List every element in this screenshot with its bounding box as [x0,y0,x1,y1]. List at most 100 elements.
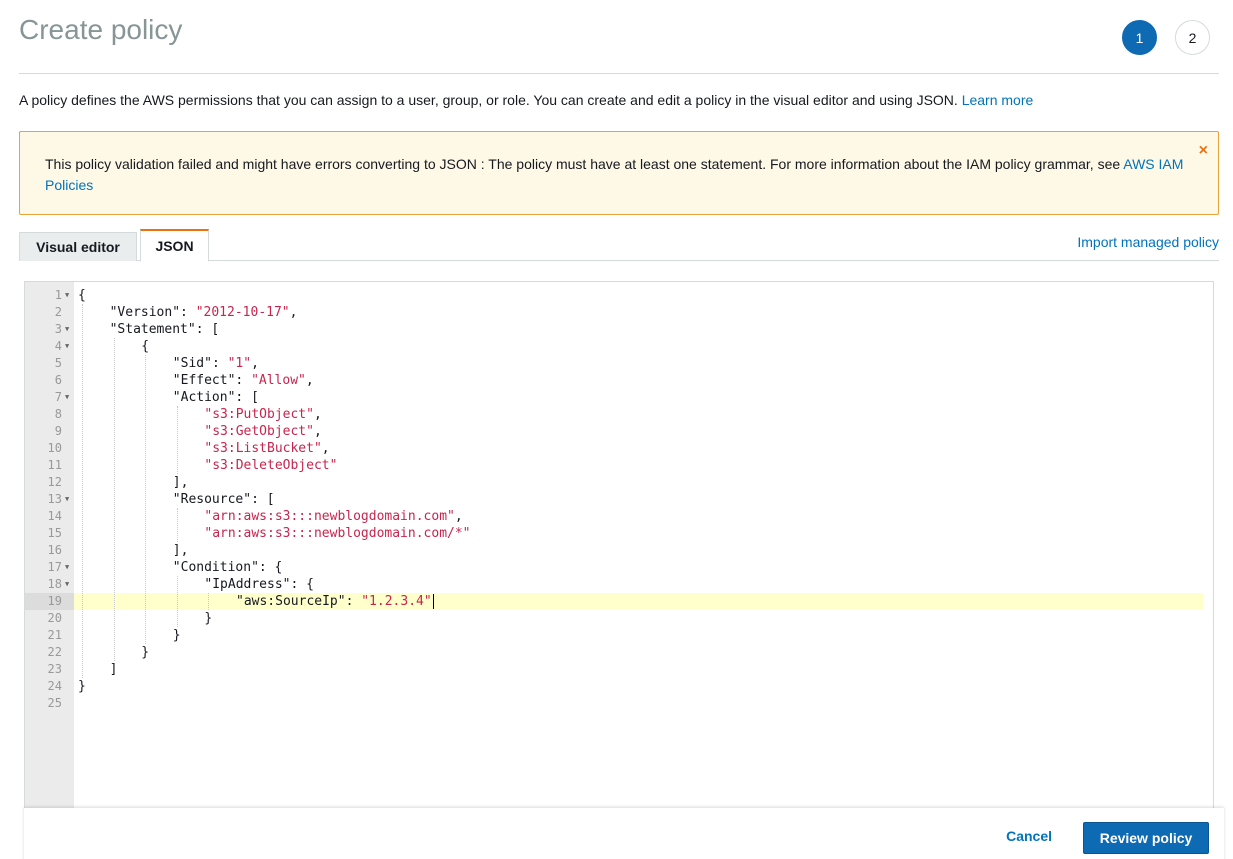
json-punctuation: , [454,509,463,524]
code-area[interactable]: {"Version": "2012-10-17","Statement": [{… [74,282,1213,810]
line-number: 6 [54,373,62,387]
json-punctuation: : [180,305,196,320]
line-number: 10 [47,441,62,455]
import-managed-policy-link[interactable]: Import managed policy [1077,234,1219,250]
code-line: } [204,610,212,627]
code-line: "Effect": "Allow", [173,372,314,389]
json-string: "Allow" [251,373,306,388]
line-number: 12 [47,475,62,489]
code-line: "Resource": [ [173,491,275,508]
line-number: 14 [47,509,62,523]
active-line-gutter-highlight [25,593,74,610]
learn-more-link[interactable]: Learn more [961,92,1034,108]
code-line: "s3:ListBucket", [204,440,329,457]
line-number: 2 [54,305,62,319]
fold-toggle-icon[interactable]: ▼ [65,291,70,299]
line-number: 3 [54,322,62,336]
code-line: "IpAddress": { [204,576,314,593]
fold-toggle-icon[interactable]: ▼ [65,563,70,571]
warning-text: This policy validation failed and might … [45,156,1124,172]
json-punctuation: ] [109,662,118,677]
code-line: "Sid": "1", [173,355,259,372]
indent-guide [176,508,178,542]
fold-toggle-icon[interactable]: ▼ [65,342,70,350]
code-line: } [173,627,181,644]
json-punctuation: { [78,288,86,303]
line-number: 24 [47,679,62,693]
line-number: 21 [47,628,62,642]
json-punctuation: , [313,424,322,439]
code-line: "Statement": [ [110,321,220,338]
json-punctuation: , [251,356,259,371]
cancel-button[interactable]: Cancel [1006,828,1052,844]
json-punctuation: : [345,594,362,609]
json-string: "s3:DeleteObject" [204,458,338,473]
line-number: 22 [47,645,62,659]
json-punctuation: : [ [195,322,220,337]
code-line: ], [173,474,189,491]
json-punctuation: } [172,628,181,643]
code-line: "Condition": { [173,559,283,576]
indent-guide [208,593,210,610]
code-line: "arn:aws:s3:::newblogdomain.com/*" [204,525,470,542]
line-number: 4 [54,339,62,353]
review-policy-button[interactable]: Review policy [1083,822,1209,854]
tab-json[interactable]: JSON [140,229,209,262]
code-line: ] [110,661,118,678]
page-header: Create policy 1 2 [19,14,1219,74]
json-key: "Version" [109,305,181,320]
step-1[interactable]: 1 [1122,20,1157,55]
active-line-highlight [74,593,1203,610]
json-string: "arn:aws:s3:::newblogdomain.com" [204,509,455,524]
step-2[interactable]: 2 [1175,20,1210,55]
json-string: "2012-10-17" [195,305,290,320]
intro-description: A policy defines the AWS permissions tha… [19,92,962,108]
line-number: 25 [47,696,62,710]
page-title: Create policy [19,14,183,45]
code-line: "s3:PutObject", [204,406,321,423]
json-key: "Resource" [172,492,252,507]
line-number: 23 [47,662,62,676]
line-number: 17 [47,560,62,574]
json-key: "Effect" [172,373,236,388]
indent-guide [176,406,178,474]
line-number: 8 [54,407,62,421]
json-punctuation: } [204,611,213,626]
json-punctuation: ], [172,475,189,490]
fold-toggle-icon[interactable]: ▼ [65,495,70,503]
code-line: } [78,678,86,695]
json-key: "Statement" [109,322,196,337]
json-punctuation: : [ [235,390,259,405]
indent-guide [81,304,83,678]
json-punctuation: } [141,645,150,660]
iam-policies-link[interactable]: AWS IAM Policies [45,156,1184,193]
close-icon[interactable]: × [1198,142,1208,159]
tab-visual-editor[interactable]: Visual editor [19,232,137,261]
json-punctuation: : { [258,560,283,575]
line-number: 18 [47,577,62,591]
line-number: 1 [54,288,62,302]
footer-actions: Cancel Review policy [24,808,1224,859]
wizard-steps: 1 2 [1122,20,1210,55]
text-cursor [432,594,434,609]
indent-guide [145,355,147,644]
json-string: "s3:GetObject" [204,424,314,439]
json-punctuation: , [289,305,298,320]
json-string: "s3:ListBucket" [204,441,322,456]
json-punctuation: { [141,339,150,354]
line-number: 13 [47,492,62,506]
json-punctuation: : [ [251,492,275,507]
fold-toggle-icon[interactable]: ▼ [65,325,70,333]
line-number: 11 [47,458,62,472]
code-line: ], [173,542,189,559]
json-string: "arn:aws:s3:::newblogdomain.com/*" [204,526,471,541]
code-line: "Version": "2012-10-17", [110,304,298,321]
json-punctuation: : [211,356,228,371]
fold-toggle-icon[interactable]: ▼ [65,580,70,588]
json-punctuation: } [78,679,86,694]
fold-toggle-icon[interactable]: ▼ [65,393,70,401]
json-punctuation: : { [290,577,314,592]
validation-warning: This policy validation failed and might … [19,131,1219,215]
line-number: 7 [54,390,62,404]
